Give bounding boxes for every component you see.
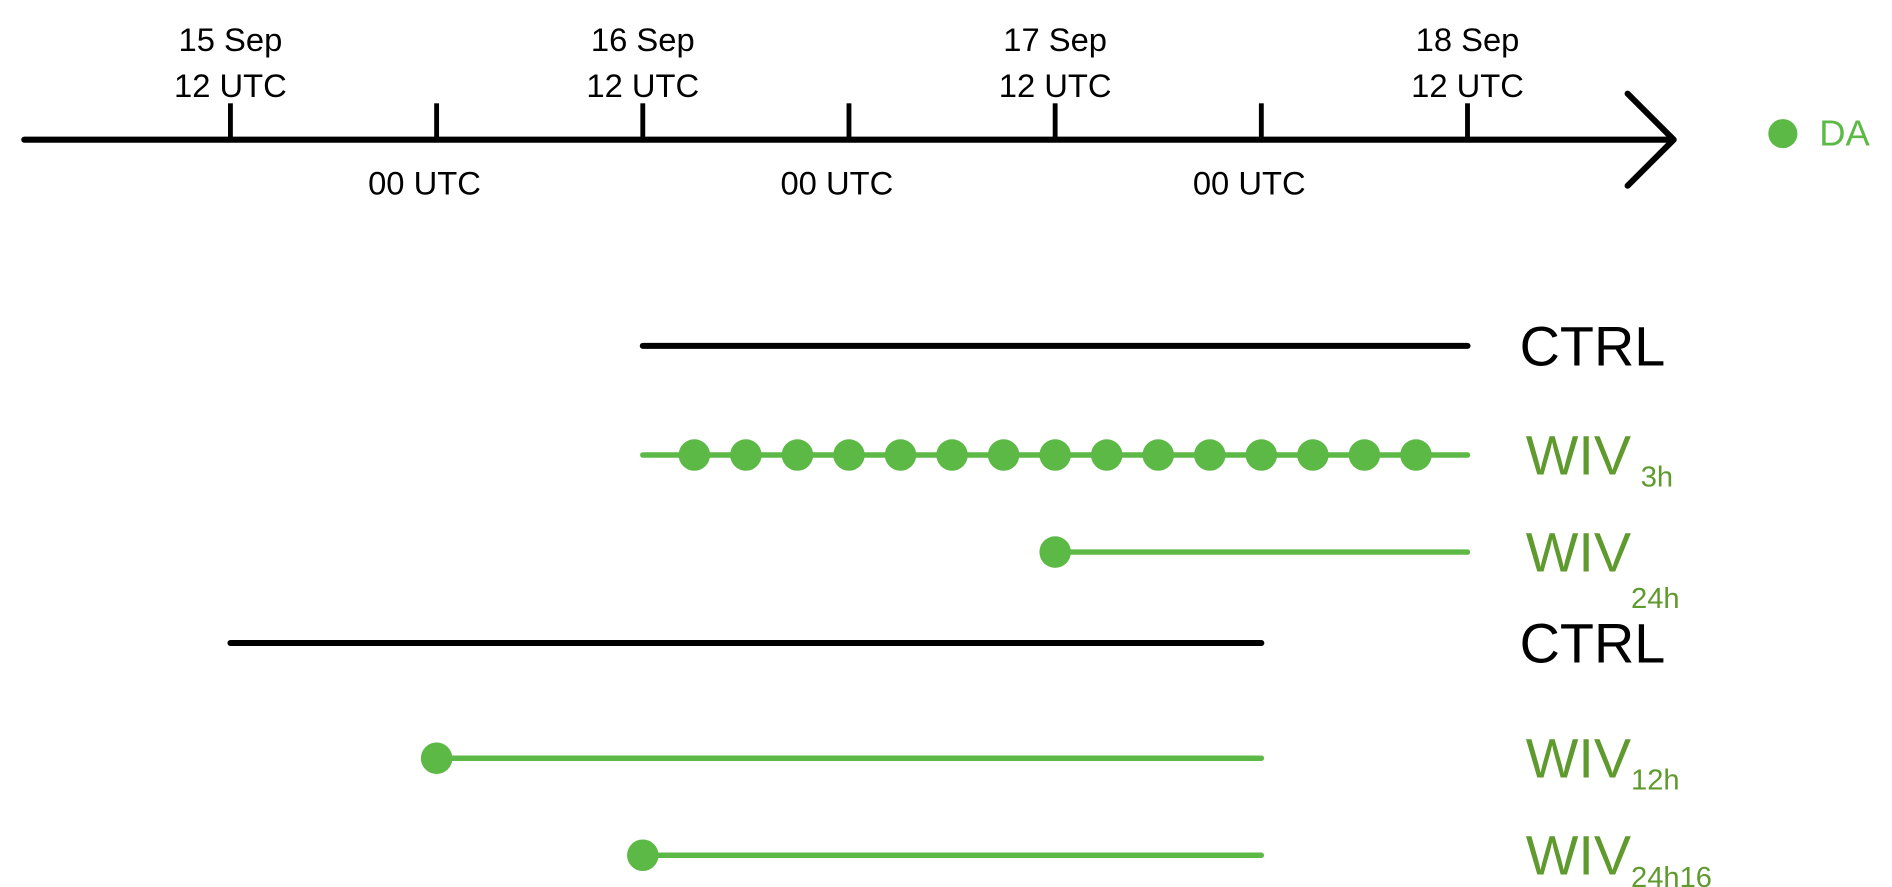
experiment-row-ctrl: CTRL — [227, 612, 1666, 674]
experiment-name: WIV — [1526, 728, 1631, 790]
da-point — [420, 742, 453, 774]
da-point — [1039, 536, 1071, 568]
experiment-name: WIV — [1526, 521, 1631, 583]
tick-label-date: 17 Sep — [1003, 21, 1107, 58]
tick-label-date: 15 Sep — [179, 21, 283, 58]
tick-label-time: 12 UTC — [586, 67, 699, 104]
tick-label-time: 00 UTC — [368, 164, 481, 201]
legend-label-da: DA — [1819, 113, 1870, 154]
da-point — [1297, 439, 1329, 471]
da-point — [781, 439, 814, 471]
experiment-row-wiv3h: WIV 3h — [640, 424, 1673, 494]
da-point — [833, 439, 865, 471]
da-point — [884, 439, 917, 471]
experiment-row-wiv24h16: WIV24h16 — [627, 825, 1712, 887]
da-point — [678, 439, 711, 471]
experiment-row-wiv24h: WIV24h — [1039, 521, 1680, 615]
da-point — [730, 439, 762, 471]
tick-label-date: 18 Sep — [1416, 21, 1520, 58]
experiment-subscript: 24h16 — [1631, 862, 1712, 887]
tick-label-time: 12 UTC — [999, 67, 1112, 104]
da-point — [1400, 439, 1432, 471]
da-point — [936, 439, 968, 471]
green-dot-icon — [1768, 119, 1798, 149]
tick-label-time: 00 UTC — [1193, 164, 1306, 201]
da-point — [1142, 439, 1175, 471]
tick-label-time: 00 UTC — [780, 164, 893, 201]
da-point — [987, 439, 1020, 471]
tick-label-time: 12 UTC — [1411, 67, 1524, 104]
da-point — [1090, 439, 1123, 471]
experiment-label: WIV24h16 — [1526, 825, 1712, 887]
experiment-subscript: 12h — [1631, 765, 1680, 797]
legend: DA — [1768, 113, 1870, 154]
axis-arrowhead-icon — [1624, 90, 1677, 189]
time-axis: 15 Sep 12 UTC 00 UTC 16 Sep 12 UTC 00 UTC 17 S… — [21, 21, 1677, 201]
experiment-row-wiv12h: WIV12h — [420, 728, 1680, 797]
experiment-name: CTRL — [1520, 612, 1666, 674]
experiment-name: WIV — [1526, 825, 1631, 887]
experiment-label: CTRL — [1520, 315, 1666, 377]
experiment-label: WIV12h — [1526, 728, 1680, 797]
da-point — [1245, 439, 1278, 471]
da-point — [1194, 439, 1226, 471]
experiment-label: WIV24h — [1526, 521, 1680, 614]
experiment-label: WIV 3h — [1526, 424, 1673, 493]
tick-label-time: 12 UTC — [174, 67, 287, 104]
experiment-name: WIV — [1526, 424, 1631, 486]
experiment-label: CTRL — [1520, 612, 1666, 674]
experiment-subscript: 24h — [1631, 583, 1680, 615]
da-point — [1348, 439, 1381, 471]
experiment-subscript: 3h — [1641, 462, 1673, 494]
tick-label-date: 16 Sep — [591, 21, 695, 58]
experiment-row-ctrl: CTRL — [639, 315, 1666, 377]
experiment-name: CTRL — [1520, 315, 1666, 377]
da-point — [627, 839, 659, 872]
da-point — [1039, 439, 1071, 471]
